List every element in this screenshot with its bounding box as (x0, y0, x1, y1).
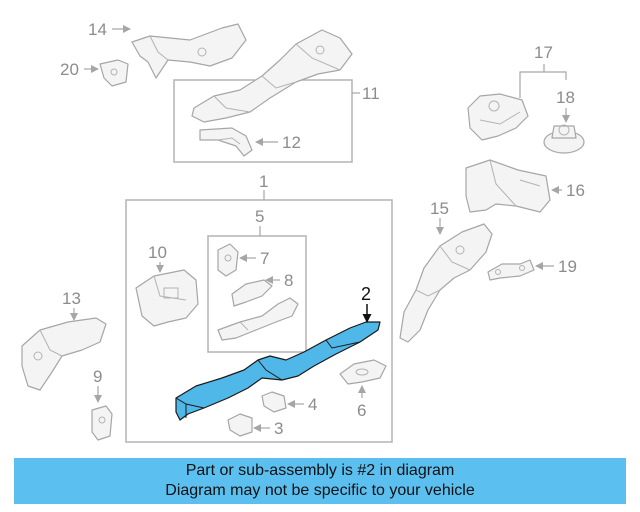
callout-11: 11 (362, 84, 380, 103)
callout-10: 10 (148, 243, 167, 262)
callout-1: 1 (259, 172, 268, 191)
callout-7: 7 (260, 249, 269, 268)
part-19[interactable] (487, 259, 535, 281)
callout-12: 12 (282, 133, 301, 152)
part-20[interactable] (99, 59, 129, 87)
part-10[interactable] (135, 269, 199, 327)
callout-8: 8 (284, 271, 293, 290)
part-6[interactable] (339, 359, 387, 385)
callout-9: 9 (93, 367, 102, 386)
part-15[interactable] (399, 223, 493, 343)
part-11[interactable] (191, 29, 353, 123)
callout-13: 13 (62, 289, 81, 308)
callout-2: 2 (361, 284, 371, 304)
banner-line-1: Part or sub-assembly is #2 in diagram (185, 462, 455, 479)
part-4[interactable] (261, 391, 287, 413)
part-9[interactable] (91, 405, 113, 441)
group-box-1 (125, 199, 393, 443)
part-2-highlighted[interactable] (175, 321, 381, 421)
banner-line-2: Diagram may not be specific to your vehi… (165, 482, 475, 499)
callout-19: 19 (558, 257, 577, 276)
callout-16: 16 (566, 181, 585, 200)
callout-5: 5 (255, 207, 264, 226)
part-14[interactable] (131, 23, 247, 79)
info-banner: Part or sub-assembly is #2 in diagram Di… (14, 458, 626, 504)
callout-3: 3 (274, 419, 283, 438)
part-5-piece[interactable] (217, 297, 299, 341)
leader-17 (519, 71, 567, 98)
part-16[interactable] (465, 159, 551, 213)
callout-20: 20 (60, 60, 79, 79)
part-17[interactable] (467, 93, 529, 141)
part-2-body (175, 321, 381, 421)
callout-4: 4 (308, 395, 317, 414)
part-12[interactable] (199, 127, 253, 157)
callout-15: 15 (430, 199, 449, 218)
part-3[interactable] (227, 413, 253, 437)
part-7[interactable] (217, 243, 239, 277)
group-box-5 (207, 235, 307, 353)
callout-18: 18 (556, 88, 575, 107)
callout-6: 6 (357, 401, 366, 420)
part-8[interactable] (231, 279, 273, 307)
part-18[interactable] (543, 124, 585, 154)
callout-17: 17 (534, 43, 553, 62)
part-13[interactable] (21, 317, 107, 391)
callout-14: 14 (88, 20, 107, 39)
